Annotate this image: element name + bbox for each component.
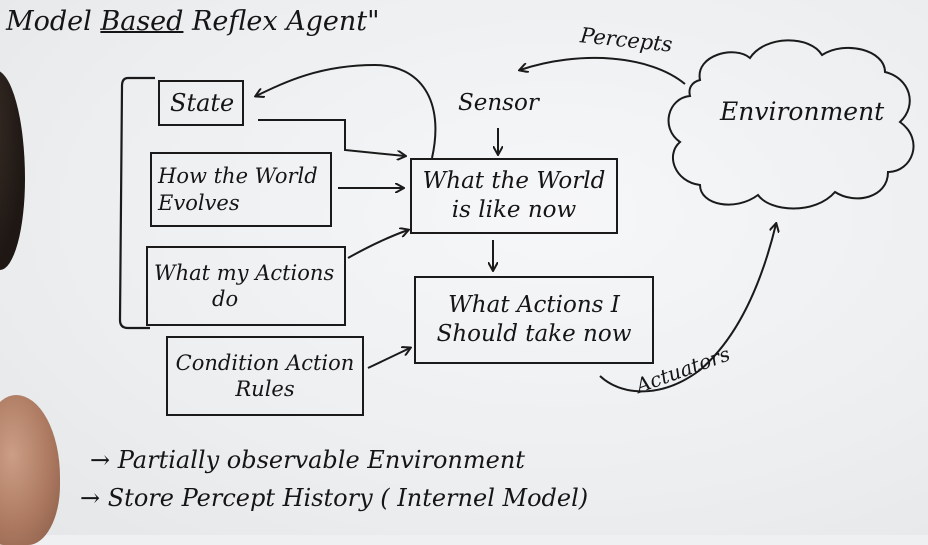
world-evolves-line1: How the World (158, 164, 318, 189)
world-now-line1: What the World (422, 168, 606, 195)
condition-rules-box: Condition Action Rules (166, 336, 364, 416)
actions-now-line2: Should take now (436, 321, 632, 347)
sensor-label: Sensor (458, 90, 539, 116)
world-evolves-line2: Evolves (158, 190, 240, 215)
world-now-box: What the World is like now (410, 158, 618, 234)
arrow-actions-to-world (347, 230, 408, 259)
my-actions-box: What my Actions do (146, 246, 346, 326)
my-actions-line1: What my Actions (154, 260, 335, 285)
condition-rules-line2: Rules (235, 377, 295, 401)
arrow-actuators (599, 224, 776, 393)
actions-now-box: What Actions I Should take now (414, 276, 654, 364)
note-partially-observable: → Partially observable Environment (90, 446, 525, 474)
left-bracket (118, 76, 155, 330)
state-label: State (170, 89, 235, 117)
note-percept-history: → Store Percept History ( Internel Model… (80, 484, 589, 512)
actions-now-line1: What Actions I (448, 292, 620, 319)
arrow-state-to-world (258, 119, 405, 156)
environment-label: Environment (720, 97, 885, 126)
arrow-rules-to-actions (367, 348, 410, 369)
condition-rules-line1: Condition Action (175, 350, 355, 375)
world-evolves-box: How the World Evolves (150, 152, 332, 227)
my-actions-line2: do (212, 287, 239, 311)
environment-cloud (667, 39, 915, 210)
arrow-world-to-state (256, 63, 437, 159)
page-title: Model Based Reflex Agent" (6, 6, 380, 37)
arrow-percepts (520, 56, 686, 85)
world-now-line2: is like now (451, 197, 577, 223)
state-box: State (158, 80, 244, 126)
